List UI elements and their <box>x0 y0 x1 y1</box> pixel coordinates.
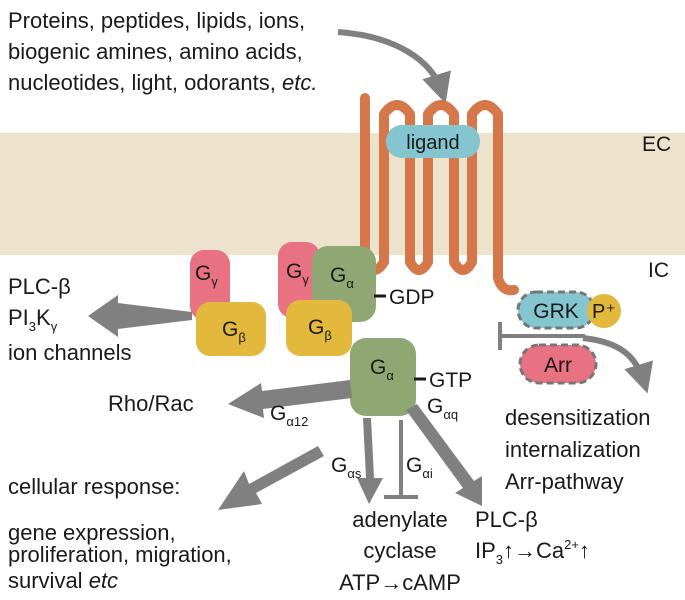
ligand-binding-arrow <box>337 29 451 104</box>
g-alpha-label: Gα <box>330 264 354 291</box>
g-alpha-s-label: Gαs <box>331 454 362 481</box>
phosphate-group <box>587 294 621 328</box>
plc-beta-gq-effector: PLC-β <box>475 507 538 532</box>
ion-channels-effector: ion channels <box>8 340 132 365</box>
cell-membrane <box>0 133 685 255</box>
cellular-response-line-2: proliferation, migration, <box>8 542 232 567</box>
ligand-sources-line-1: Proteins, peptides, lipids, ions, <box>8 8 305 33</box>
ligand-sources-line-2: biogenic amines, amino acids, <box>8 39 303 64</box>
arr-pathway-label: Arr-pathway <box>505 469 624 494</box>
gdp-label: GDP <box>389 286 435 309</box>
g-alpha-active <box>350 338 416 416</box>
gpcr-receptor <box>360 93 519 296</box>
g-gamma-label: Gγ <box>286 260 309 287</box>
adenylate-line-2: cyclase <box>363 538 436 563</box>
ligand-sources-line-3: nucleotides, light, odorants, etc. <box>8 70 317 95</box>
g-alpha-i-label: Gαi <box>406 454 433 481</box>
extracellular-label: EC <box>642 133 671 156</box>
g-alpha-s-arrow <box>357 418 383 504</box>
desensitization-label: desensitization <box>505 405 651 430</box>
intracellular-label: IC <box>648 259 669 282</box>
arrestin-pathway-arrow <box>582 335 654 394</box>
g-beta-subunit <box>286 300 352 356</box>
grk-label: GRK <box>533 300 579 323</box>
g-alpha12-arrow <box>228 380 352 418</box>
arrestin <box>518 343 598 385</box>
g-beta-label: Gβ <box>308 316 332 343</box>
ligand-label: ligand <box>406 132 459 154</box>
g-alpha-active-label: Gα <box>370 356 394 383</box>
g-gamma-label-free: Gγ <box>195 262 218 289</box>
adenylate-line-1: adenylate <box>352 507 447 532</box>
rho-rac-effector: Rho/Rac <box>108 391 194 416</box>
phosphate-label: P⁺ <box>592 301 616 323</box>
pi3k-gamma-effector: PI3Kγ <box>8 305 58 334</box>
cellular-response-title: cellular response: <box>8 474 180 499</box>
beta-gamma-effector-arrow <box>88 295 192 337</box>
g-beta-label-free: Gβ <box>222 318 246 345</box>
ligand-pill <box>386 125 480 158</box>
g-beta-subunit-free <box>196 302 266 356</box>
cellular-response-line-1: gene expression, <box>8 520 176 545</box>
adenylate-line-3: ATP→cAMP <box>339 570 461 595</box>
g-alpha-q-arrow <box>406 404 482 506</box>
g-alpha-q-label: Gαq <box>427 395 458 422</box>
ip3-calcium-effector: IP3↑→Ca2+↑ <box>475 537 590 567</box>
g-gamma-subunit <box>278 242 320 318</box>
internalization-label: internalization <box>505 437 641 462</box>
gtp-label: GTP <box>429 369 472 392</box>
g-alpha12-label: Gα12 <box>270 402 308 429</box>
arrestin-label: Arr <box>544 354 572 377</box>
cellular-response-arrow <box>218 446 324 510</box>
cellular-response-line-3: survival etc <box>8 568 118 593</box>
plc-beta-effector: PLC-β <box>8 274 71 299</box>
